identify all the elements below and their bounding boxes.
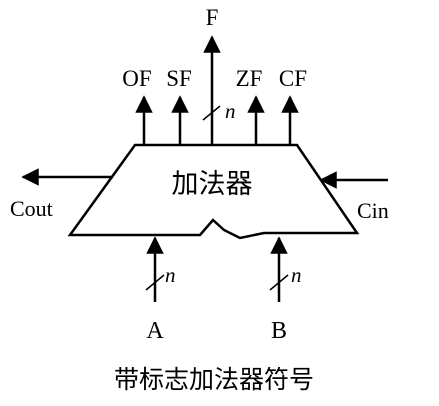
cf-output-label: CF: [279, 66, 307, 91]
of-output-label: OF: [122, 66, 151, 91]
diagram-caption: 带标志加法器符号: [114, 365, 314, 394]
f-output-label: F: [206, 5, 219, 30]
b-bus-slash: [269, 274, 289, 291]
adder-label: 加法器: [172, 169, 253, 200]
sf-output-label: SF: [166, 66, 192, 91]
a-input-label: A: [146, 318, 164, 344]
f-bus-slash: [202, 105, 221, 121]
cout-label: Cout: [10, 196, 53, 221]
b-input-label: B: [271, 318, 287, 344]
a-bus-slash: [145, 274, 165, 291]
cin-label: Cin: [357, 198, 389, 223]
zf-output-label: ZF: [236, 66, 263, 91]
f-bus-width: n: [225, 99, 236, 123]
b-bus-width: n: [291, 263, 302, 287]
a-bus-width: n: [165, 263, 176, 287]
adder-block: [67, 143, 360, 240]
